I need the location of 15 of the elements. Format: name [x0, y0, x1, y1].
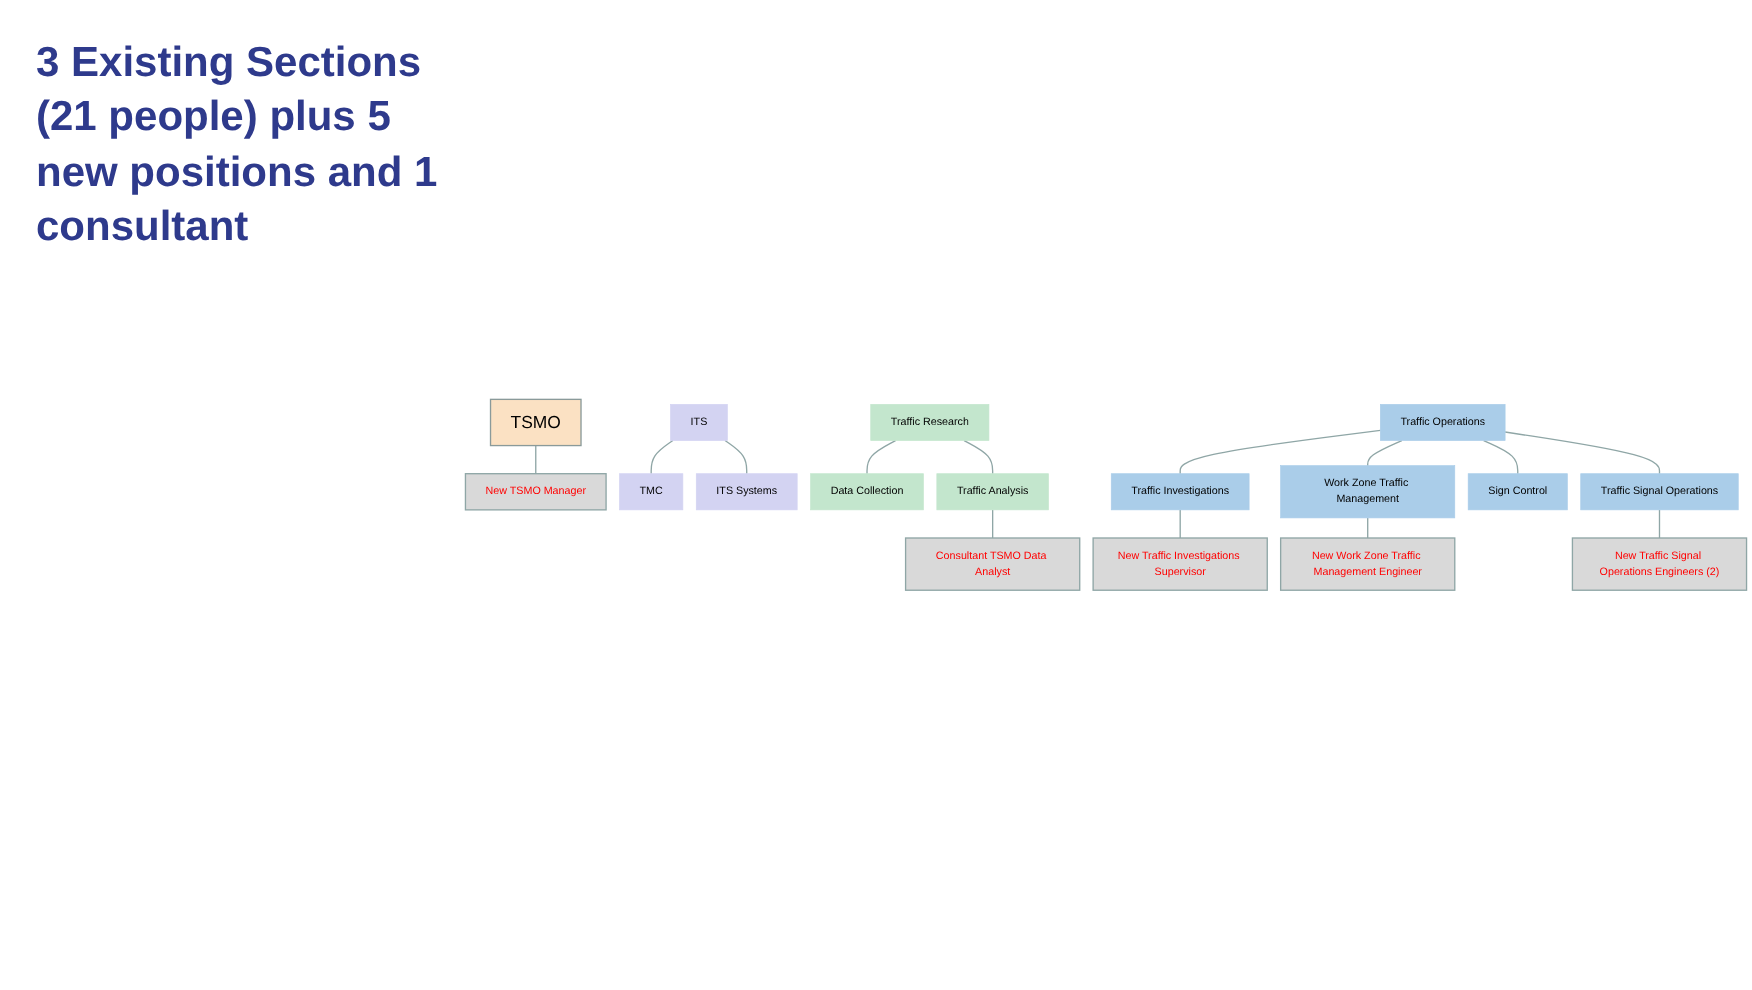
connector — [724, 440, 748, 475]
node-box: TSMO — [489, 398, 582, 447]
connector — [1367, 440, 1403, 467]
connector — [866, 440, 897, 475]
connector — [650, 440, 674, 475]
heading-note: 3 Existing Sections (21 people) plus 5 new positions and 1 consultant — [36, 38, 440, 254]
connector — [1179, 429, 1381, 475]
connector — [1367, 517, 1369, 539]
connector — [1658, 509, 1661, 539]
connector — [1504, 431, 1661, 475]
connector — [535, 445, 537, 475]
connector — [992, 509, 994, 539]
connector — [1483, 440, 1519, 475]
connector — [1179, 509, 1181, 539]
connector — [963, 440, 994, 475]
